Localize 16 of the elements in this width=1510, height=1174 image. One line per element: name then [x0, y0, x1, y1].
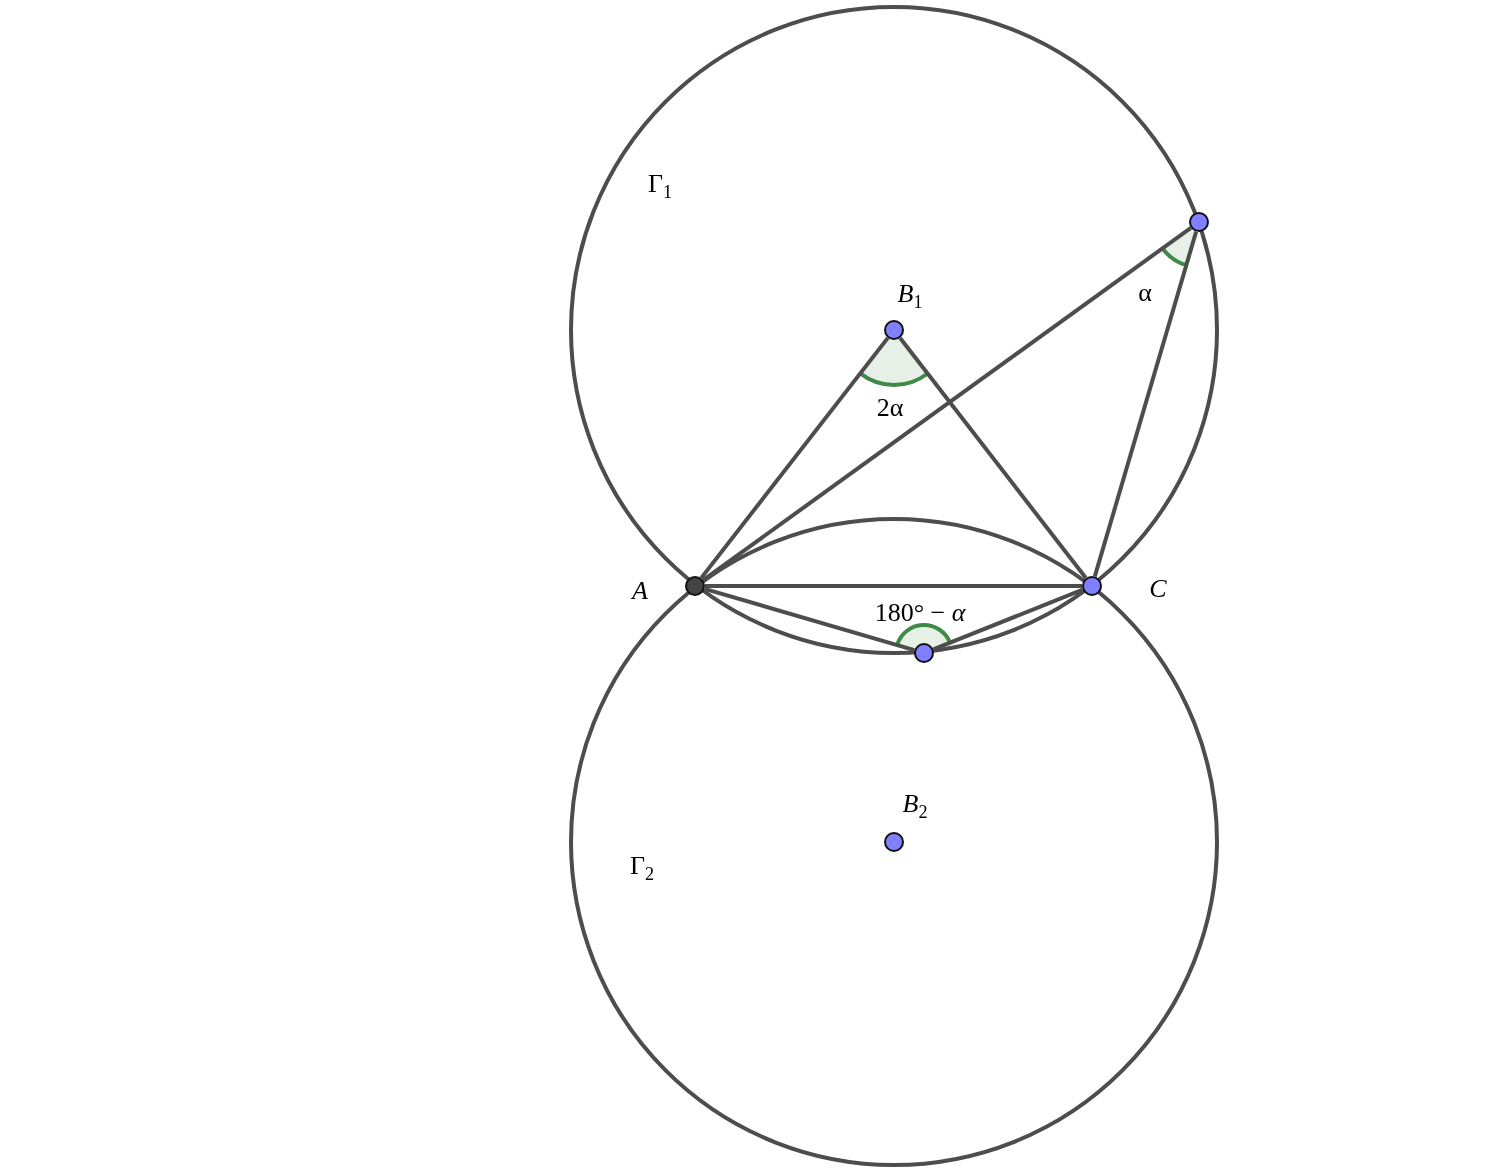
line-segment	[705, 584, 1082, 588]
circle	[569, 517, 1219, 1167]
circle-label: Γ$_{2}$	[629, 852, 655, 884]
point-label: B$_{1}$	[897, 280, 923, 312]
angle-label: 180° − α	[874, 600, 966, 626]
line-segment	[898, 336, 1088, 580]
angle-label: 2α	[876, 395, 904, 421]
angle-label: α	[1138, 280, 1152, 306]
line-segment	[699, 336, 890, 580]
line-segment	[1092, 231, 1199, 577]
point-label: B$_{2}$	[902, 790, 928, 822]
line-segment	[701, 226, 1193, 582]
point-label: C	[1149, 576, 1167, 602]
line-segment	[704, 586, 915, 653]
point-label: A	[632, 578, 648, 604]
circle-label: Γ$_{1}$	[647, 170, 673, 202]
